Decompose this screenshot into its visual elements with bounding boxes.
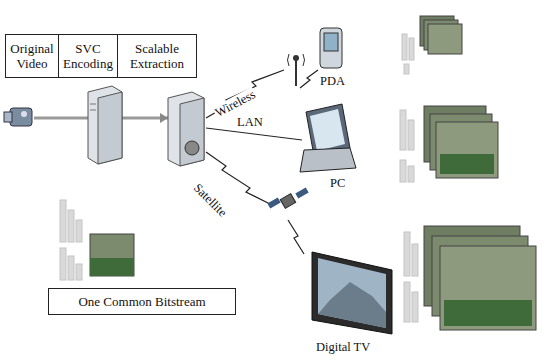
server-icon — [88, 86, 122, 164]
caption-box: One Common Bitstream — [48, 288, 236, 315]
tv-icon — [312, 252, 392, 334]
device-label: PDA — [320, 74, 345, 88]
box-label: One Common Bitstream — [78, 294, 205, 309]
link-label: LAN — [236, 115, 264, 129]
laptop-icon — [300, 104, 356, 172]
camera-icon — [4, 108, 32, 126]
stage-box: Scalable Extraction — [117, 34, 197, 78]
device-label: Digital TV — [316, 340, 370, 354]
video-frames — [420, 16, 462, 54]
device-label: PC — [330, 176, 345, 190]
video-frame — [90, 234, 134, 276]
box-label: Scalable Extraction — [118, 41, 196, 71]
stage-box: Original Video — [5, 34, 59, 78]
video-frames — [424, 106, 498, 178]
stage-box: SVC Encoding — [58, 34, 118, 78]
server-icon — [168, 92, 204, 166]
pda-icon — [320, 28, 342, 68]
box-label: SVC Encoding — [59, 41, 117, 71]
video-frames — [424, 226, 536, 330]
satellite-icon — [267, 187, 308, 208]
box-label: Original Video — [6, 41, 58, 71]
link-label: Satellite — [190, 180, 230, 220]
